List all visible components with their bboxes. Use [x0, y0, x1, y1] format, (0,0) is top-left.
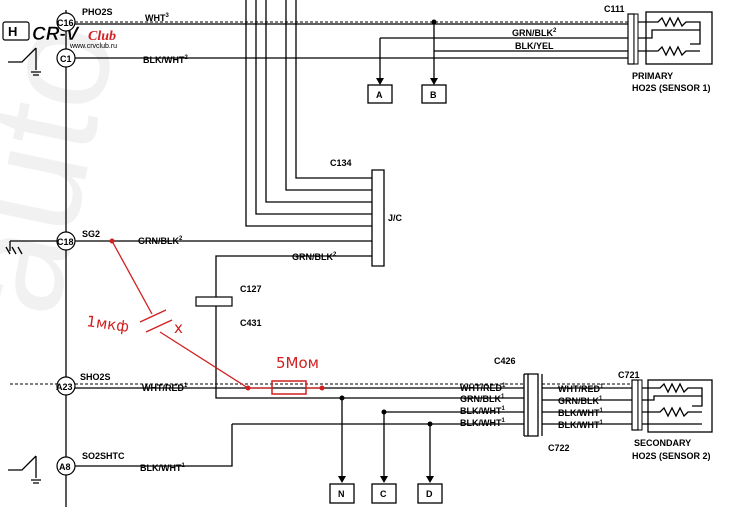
ground-switch-a8 [8, 455, 41, 484]
wire-label-grn-blk-top: GRN/BLK2 [512, 28, 557, 38]
connector-c721-body [631, 379, 639, 431]
pin-c16-label: C16 [57, 18, 74, 28]
connector-c721: C721 [618, 370, 640, 380]
signal-sg2: SG2 [82, 229, 100, 239]
capacitor-plate-1 [139, 309, 167, 323]
harness-wire-3 [265, 0, 372, 203]
wire-label-blk-wht-a8: BLK/WHT1 [140, 463, 186, 473]
splice-dot-n [339, 395, 345, 401]
wire-label-blk-wht-mid1: BLK/WHT1 [460, 406, 506, 416]
ref-box-d [417, 483, 443, 504]
ref-label-b: B [430, 90, 437, 100]
harness-wire-1 [245, 0, 372, 227]
ref-label-a: A [376, 90, 383, 100]
logo-emblem-frame [2, 21, 30, 41]
capacitor-cross: x [174, 319, 183, 337]
primary-sensor-label-2: HO2S (SENSOR 1) [632, 83, 711, 93]
wire-label-wht: WHT3 [145, 13, 170, 23]
jc-label: J/C [388, 213, 403, 223]
connector-c111-body [627, 13, 635, 65]
arrow-ref-d [426, 476, 434, 483]
arrow-ref-b [430, 78, 438, 85]
ref-box-c [371, 483, 397, 504]
wire-label-blk-wht-mid2: BLK/WHT1 [460, 418, 506, 428]
ground-switch-c1 [8, 47, 41, 76]
pin-a8-circle [56, 456, 76, 476]
pin-a8-label: A8 [59, 462, 71, 472]
resistor-value: 5Мом [276, 354, 319, 372]
harness-wire-4 [285, 0, 372, 191]
connector-c127-body [195, 296, 233, 307]
capacitor-value: 1мкф [85, 312, 130, 336]
ref-label-d: D [426, 489, 433, 499]
wire-label-wht-red-left: WHT/RED1 [142, 383, 188, 393]
ref-label-n: N [338, 489, 345, 499]
red-wire-lower [159, 331, 249, 389]
secondary-sensor-label-1: SECONDARY [634, 438, 691, 448]
connector-c722: C722 [548, 443, 570, 453]
pin-c1-label: C1 [60, 54, 72, 64]
jc-body [371, 169, 385, 267]
connector-c127: C127 [240, 284, 262, 294]
connector-c111: C111 [604, 4, 625, 14]
signal-so2shtc: SO2SHTC [82, 451, 125, 461]
capacitor-plate-2 [145, 319, 173, 333]
wire-blk-wht-mid2 [75, 423, 524, 467]
wire-label-blk-yel: BLK/YEL [515, 41, 554, 51]
signal-pho2s: PHO2S [82, 7, 113, 17]
red-dot-sg2 [109, 238, 115, 244]
primary-sensor-label-1: PRIMARY [632, 71, 673, 81]
logo-site: www.crvclub.ru [69, 43, 117, 50]
pin-a23-label: A23 [56, 382, 73, 392]
secondary-sensor-elements [642, 382, 703, 425]
primary-sensor-elements [638, 16, 701, 57]
splice-dot-c [381, 409, 387, 415]
harness-wire-2 [255, 0, 372, 215]
wire-grn-blk-jc [215, 255, 372, 298]
wire-label-blk-wht-right2: BLK/WHT1 [558, 420, 604, 430]
wire-label-wht-red-mid: WHT/RED1 [460, 383, 506, 393]
wire-label-blk-wht-right1: BLK/WHT1 [558, 408, 604, 418]
ref-box-b [421, 84, 447, 104]
wire-grn-blk-mid [215, 306, 524, 399]
harness-wire-5 [295, 0, 372, 179]
arrow-ref-n [338, 476, 346, 483]
signal-sho2s: SHO2S [80, 372, 111, 382]
splice-dot-d [427, 421, 433, 427]
wire-label-grn-blk-mid: GRN/BLK1 [460, 394, 505, 404]
logo-club: Club [88, 29, 116, 44]
pin-a23-circle [56, 376, 76, 396]
connector-c431: C431 [240, 318, 262, 328]
pin-c18-label: C18 [57, 237, 74, 247]
connector-c134: C134 [330, 158, 352, 168]
logo-h-mark: H [8, 24, 17, 39]
red-wire-upper [111, 240, 153, 315]
wire-label-wht-red-right: WHT/RED1 [558, 384, 604, 394]
connector-c426: C426 [494, 356, 516, 366]
connector-c721-mate [637, 379, 643, 431]
connector-c111-mate [633, 13, 639, 65]
wire-blk-wht-mid1 [383, 411, 524, 476]
ref-box-a [367, 84, 393, 104]
arrow-ref-a [376, 78, 384, 85]
connector-c426-body [523, 373, 539, 437]
wire-label-grn-blk-right: GRN/BLK1 [558, 396, 603, 406]
red-annotations: 1мкф x 5Мом [85, 238, 325, 395]
arrow-ref-c [380, 476, 388, 483]
red-dot-resistor-end [319, 385, 325, 391]
ref-label-c: C [380, 489, 387, 499]
wire-label-grn-blk-sg2: GRN/BLK2 [138, 236, 183, 246]
wire-label-blk-wht-top: BLK/WHT2 [143, 55, 189, 65]
ground-c18 [5, 240, 57, 255]
ref-box-n [329, 483, 355, 504]
secondary-sensor-label-2: HO2S (SENSOR 2) [632, 451, 711, 461]
wire-label-grn-blk-jc: GRN/BLK2 [292, 252, 337, 262]
